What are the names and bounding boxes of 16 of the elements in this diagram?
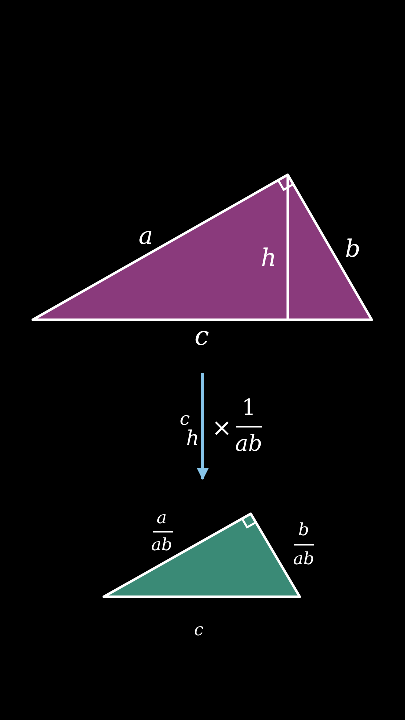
- numerator: b: [298, 522, 310, 540]
- arrow: [197, 373, 209, 480]
- variable-label: h: [261, 246, 277, 270]
- numerator: 1: [242, 398, 256, 420]
- variable-label: b: [345, 237, 361, 261]
- variable-label: c: [180, 411, 190, 429]
- variable-label: a: [138, 224, 154, 248]
- denominator: ab: [151, 538, 173, 554]
- triangle-shape: [31, 173, 374, 322]
- denominator: ab: [235, 434, 263, 456]
- variable-label: c: [194, 622, 204, 640]
- denominator: ab: [293, 552, 315, 568]
- variable-label: h: [186, 428, 200, 448]
- numerator: a: [156, 510, 168, 528]
- operator-symbol: ×: [212, 416, 232, 440]
- variable-label: c: [194, 324, 210, 350]
